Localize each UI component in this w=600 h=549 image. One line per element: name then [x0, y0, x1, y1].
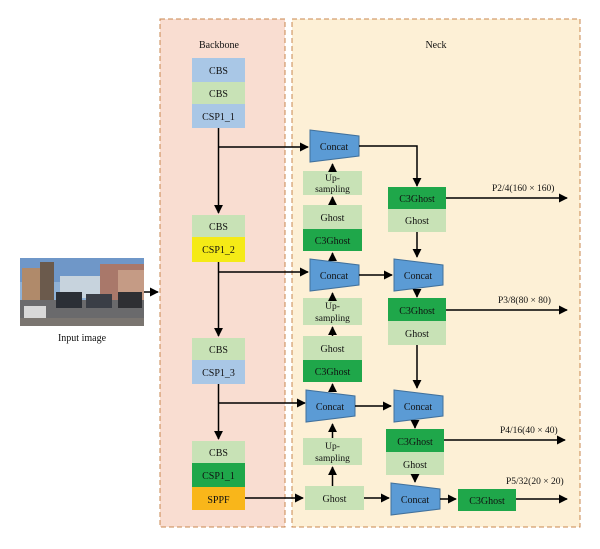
ghost-label: Ghost — [405, 216, 429, 227]
c3ghost-label: C3Ghost — [399, 306, 435, 317]
upsampling-block — [303, 438, 362, 465]
c3ghost-label: C3Ghost — [399, 194, 435, 205]
upsampling-label: sampling — [315, 454, 350, 464]
concat-block — [393, 389, 444, 423]
ghost-block — [386, 452, 444, 475]
c3ghost-block — [386, 429, 444, 452]
upsampling-label: Up- — [325, 302, 340, 312]
backbone-stack-1: CBS CBS CSP1_1 — [192, 58, 245, 128]
sppf-label: SPPF — [207, 495, 230, 506]
cbs-label: CBS — [209, 66, 228, 77]
c3ghost-block — [388, 187, 446, 209]
input-image-caption: Input image — [58, 333, 107, 344]
csp1-2-label: CSP1_2 — [202, 245, 235, 256]
csp1-1-block — [192, 104, 245, 128]
cbs-label: CBS — [209, 345, 228, 356]
neck-title: Neck — [425, 40, 446, 51]
upsampling-block — [303, 171, 362, 195]
ghost-label: Ghost — [321, 344, 345, 355]
backbone-title: Backbone — [199, 40, 240, 51]
output-label-p3: P3/8(80 × 80) — [498, 295, 551, 306]
ghost-label: Ghost — [405, 329, 429, 340]
neck-arrow — [359, 145, 422, 187]
upsampling-label: Up- — [325, 442, 340, 452]
cbs-block — [192, 215, 245, 237]
output-label-p4: P4/16(40 × 40) — [500, 425, 558, 436]
cbs-block — [192, 441, 245, 463]
concat-block — [393, 258, 444, 292]
concat-block — [309, 129, 360, 163]
concat-label: Concat — [401, 495, 430, 506]
upsampling-label: sampling — [315, 185, 350, 195]
concat-label: Concat — [320, 271, 349, 282]
sppf-block — [192, 487, 245, 510]
cbs-block — [192, 338, 245, 360]
concat-block — [309, 258, 360, 292]
c3ghost-block — [388, 298, 446, 321]
cbs-block — [192, 58, 245, 82]
c3ghost-block — [458, 489, 516, 511]
concat-label: Concat — [316, 402, 345, 413]
ghost-label: Ghost — [403, 460, 427, 471]
concat-label: Concat — [404, 402, 433, 413]
ghost-block — [303, 336, 362, 360]
csp1-1-label: CSP1_1 — [202, 112, 235, 123]
ghost-label: Ghost — [323, 494, 347, 505]
c3ghost-label: C3Ghost — [315, 236, 351, 247]
upsampling-label: sampling — [315, 314, 350, 324]
concat-block — [305, 389, 356, 423]
c3ghost-block — [303, 360, 362, 382]
csp1-3-block — [192, 360, 245, 384]
cbs-label: CBS — [209, 222, 228, 233]
cbs-label: CBS — [209, 89, 228, 100]
ghost-block — [303, 205, 362, 229]
concat-block — [390, 482, 441, 516]
output-label-p5: P5/32(20 × 20) — [506, 476, 564, 487]
csp1-1-label: CSP1_1 — [202, 471, 235, 482]
cbs-label: CBS — [209, 448, 228, 459]
ghost-block — [305, 486, 364, 510]
backbone-stack-3: CBS CSP1_3 — [192, 338, 245, 384]
ghost-label: Ghost — [321, 213, 345, 224]
ghost-block — [388, 321, 446, 345]
csp1-1-block — [192, 463, 245, 487]
c3ghost-label: C3Ghost — [315, 367, 351, 378]
backbone-stack-2: CBS CSP1_2 — [192, 215, 245, 262]
c3ghost-block — [303, 229, 362, 251]
output-label-p2: P2/4(160 × 160) — [492, 183, 554, 194]
input-image — [20, 258, 144, 326]
csp1-2-block — [192, 237, 245, 262]
c3ghost-label: C3Ghost — [397, 437, 433, 448]
upsampling-block — [303, 298, 362, 325]
cbs-block — [192, 82, 245, 104]
concat-label: Concat — [404, 271, 433, 282]
backbone-stack-4: CBS CSP1_1 SPPF — [192, 441, 245, 510]
csp1-3-label: CSP1_3 — [202, 368, 235, 379]
upsampling-label: Up- — [325, 174, 340, 184]
c3ghost-label: C3Ghost — [469, 496, 505, 507]
concat-label: Concat — [320, 142, 349, 153]
ghost-block — [388, 209, 446, 232]
